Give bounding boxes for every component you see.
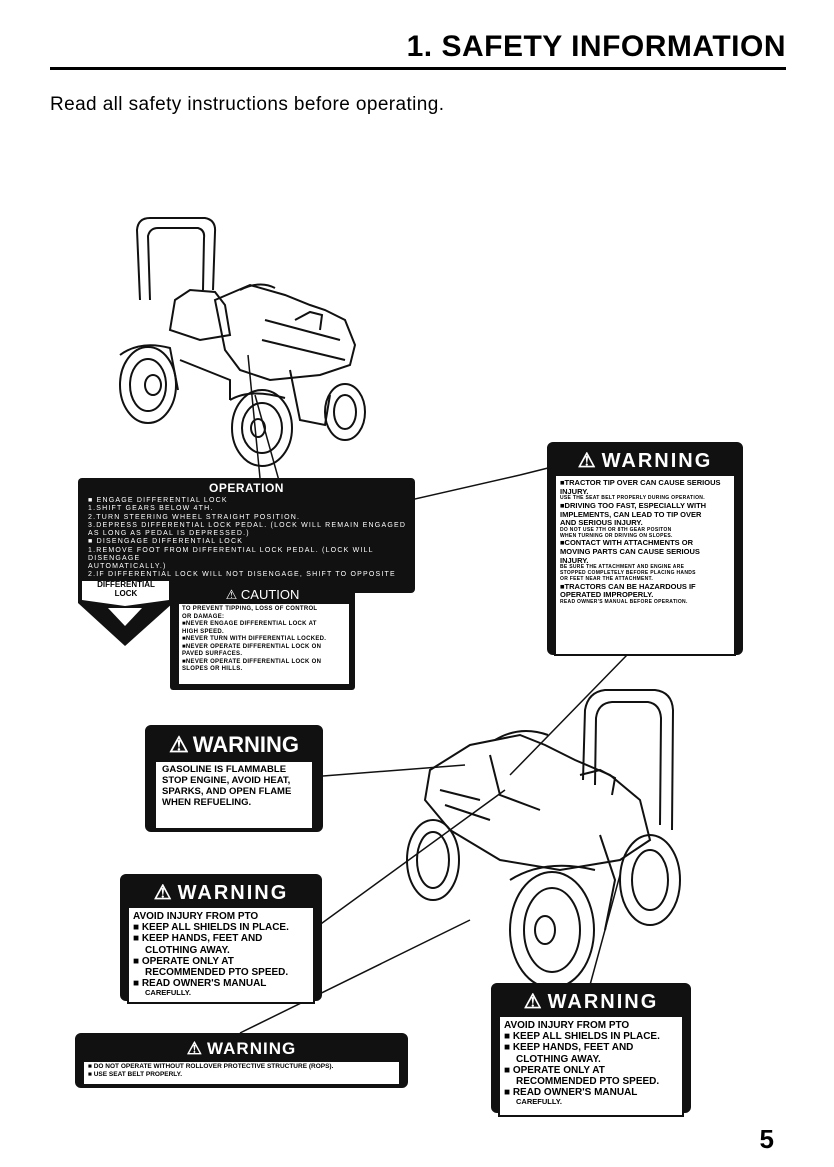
warning-line: RECOMMENDED PTO SPEED.: [145, 966, 289, 978]
warning-tipover-body: ■TRACTOR TIP OVER CAN CAUSE SERIOUS INJU…: [554, 474, 736, 656]
caution-line: ■NEVER OPERATE DIFFERENTIAL LOCK ON: [182, 658, 322, 665]
warning-line: OPERATED IMPROPERLY.: [560, 590, 654, 600]
caution-line: OR DAMAGE:: [182, 613, 225, 620]
intro-text: Read all safety instructions before oper…: [50, 94, 445, 115]
warning-header: ⚠WARNING: [153, 882, 289, 904]
operation-line: 1.REMOVE FOOT FROM DIFFERENTIAL LOCK PED…: [88, 546, 374, 562]
warning-line: STOP ENGINE, AVOID HEAT,: [162, 774, 291, 786]
caution-line: SLOPES OR HILLS.: [182, 666, 243, 672]
warning-line: ■DRIVING TOO FAST, ESPECIALLY WITH: [560, 501, 707, 510]
warning-line: ■CONTACT WITH ATTACHMENTS OR: [560, 538, 693, 548]
warning-triangle-icon: ⚠: [225, 587, 241, 602]
warning-line: ■ OPERATE ONLY AT: [504, 1064, 605, 1076]
warning-triangle-icon: ⚠: [186, 1039, 204, 1058]
warning-line: SPARKS, AND OPEN FLAME: [162, 785, 292, 797]
warning-triangle-icon: ⚠: [153, 882, 174, 904]
warning-subline: USE THE SEAT BELT PROPERLY DURING OPERAT…: [560, 495, 705, 502]
page-number: 5: [759, 1124, 774, 1154]
warning-header: ⚠WARNING: [577, 450, 713, 472]
caution-label: ⚠ CAUTION TO PREVENT TIPPING, LOSS OF CO…: [170, 585, 355, 690]
warning-rops-body: ■ DO NOT OPERATE WITHOUT ROLLOVER PROTEC…: [82, 1060, 401, 1086]
warning-line: CAREFULLY.: [145, 988, 191, 998]
warning-triangle-icon: ⚠: [168, 732, 189, 757]
caution-line: HIGH SPEED.: [182, 628, 224, 635]
warning-pto-right-label: ⚠WARNING AVOID INJURY FROM PTO ■ KEEP AL…: [491, 983, 691, 1117]
warning-header: ⚠WARNING: [168, 732, 300, 757]
warning-line: ■TRACTORS CAN BE HAZARDOUS IF: [560, 581, 696, 591]
warning-subline: DO NOT USE 7TH OR 8TH GEAR POSITON: [560, 526, 672, 533]
warning-gasoline-label: ⚠WARNING GASOLINE IS FLAMMABLE STOP ENGI…: [145, 725, 323, 832]
warning-line: MOVING PARTS CAN CAUSE SERIOUS: [560, 547, 700, 556]
caution-line: ■NEVER ENGAGE DIFFERENTIAL LOCK AT: [182, 621, 317, 627]
warning-line: AVOID INJURY FROM PTO: [504, 1020, 630, 1031]
title-rule: [50, 67, 786, 70]
warning-header: ⚠WARNING: [523, 991, 659, 1013]
warning-line: ■ READ OWNER'S MANUAL: [504, 1087, 638, 1099]
warning-subline: WHEN TURNING OR DRIVING ON SLOPES.: [560, 532, 673, 539]
operation-line: AUTOMATICALLY.): [88, 563, 167, 570]
warning-line: ■ KEEP ALL SHIELDS IN PLACE.: [133, 922, 289, 934]
warning-line: ■ USE SEAT BELT PROPERLY.: [88, 1070, 183, 1078]
warning-subline: OR FEET NEAR THE ATTACHMENT.: [560, 575, 654, 582]
operation-line: AS LONG AS PEDAL IS DEPRESSED.): [88, 530, 250, 537]
operation-line: ■ DISENGAGE DIFFERENTIAL LOCK: [88, 538, 244, 546]
operation-line: 1.SHIFT GEARS BELOW 4TH.: [88, 505, 214, 513]
warning-line: AVOID INJURY FROM PTO: [133, 911, 259, 922]
warning-line: WHEN REFUELING.: [162, 796, 252, 808]
warning-subline: BE SURE THE ATTACHMENT AND ENGINE ARE: [560, 564, 685, 571]
caution-line: ■NEVER TURN WITH DIFFERENTIAL LOCKED.: [182, 636, 327, 642]
warning-line: ■ READ OWNER'S MANUAL: [133, 978, 267, 990]
warning-line: ■ KEEP HANDS, FEET AND: [504, 1042, 634, 1054]
caution-line: PAVED SURFACES.: [182, 651, 243, 657]
page-title: 1. SAFETY INFORMATION: [406, 30, 786, 63]
warning-pto-left-label: ⚠WARNING AVOID INJURY FROM PTO ■ KEEP AL…: [120, 874, 322, 1004]
warning-triangle-icon: ⚠: [577, 450, 598, 472]
warning-line: ■ KEEP HANDS, FEET AND: [133, 933, 263, 945]
warning-line: IMPLEMENTS, CAN LEAD TO TIP OVER: [560, 509, 702, 519]
warning-line: CAREFULLY.: [516, 1097, 562, 1107]
tractor-illustration-top: [119, 217, 366, 467]
warning-gasoline-body: GASOLINE IS FLAMMABLE STOP ENGINE, AVOID…: [154, 760, 314, 830]
operation-header: OPERATION: [209, 481, 284, 495]
operation-line: 2.TURN STEERING WHEEL STRAIGHT POSITION.: [88, 513, 301, 521]
caution-line: ■NEVER OPERATE DIFFERENTIAL LOCK ON: [182, 643, 322, 650]
operation-line: ■ ENGAGE DIFFERENTIAL LOCK: [88, 497, 228, 504]
differential-lock-label: DIFFERENTIAL LOCK: [78, 578, 173, 648]
warning-pto-left-body: AVOID INJURY FROM PTO ■ KEEP ALL SHIELDS…: [127, 906, 315, 1004]
warning-line: GASOLINE IS FLAMMABLE: [162, 764, 287, 775]
differential-lock-shape: [78, 578, 173, 646]
warning-subline: READ OWNER'S MANUAL BEFORE OPERATION.: [560, 598, 688, 605]
warning-line: INJURY.: [560, 555, 589, 565]
warning-header: ⚠WARNING: [186, 1039, 297, 1058]
caution-body: TO PREVENT TIPPING, LOSS OF CONTROL OR D…: [178, 603, 350, 685]
warning-line: RECOMMENDED PTO SPEED.: [516, 1075, 660, 1087]
warning-line: CLOTHING AWAY.: [145, 944, 230, 956]
warning-line: ■TRACTOR TIP OVER CAN CAUSE SERIOUS: [560, 478, 721, 487]
warning-pto-right-body: AVOID INJURY FROM PTO ■ KEEP ALL SHIELDS…: [498, 1015, 684, 1117]
warning-line: ■ DO NOT OPERATE WITHOUT ROLLOVER PROTEC…: [88, 1063, 334, 1070]
warning-line: CLOTHING AWAY.: [516, 1053, 601, 1065]
operation-label: OPERATION ■ ENGAGE DIFFERENTIAL LOCK 1.S…: [78, 478, 415, 595]
warning-line: AND SERIOUS INJURY.: [560, 518, 643, 528]
caution-header: ⚠ CAUTION: [225, 587, 300, 602]
operation-line: 3.DEPRESS DIFFERENTIAL LOCK PEDAL. (LOCK…: [88, 521, 407, 529]
tractor-illustration-bottom: [406, 689, 681, 989]
differential-lock-text: DIFFERENTIAL LOCK: [97, 580, 155, 598]
caution-line: TO PREVENT TIPPING, LOSS OF CONTROL: [182, 606, 318, 612]
warning-line: ■ KEEP ALL SHIELDS IN PLACE.: [504, 1031, 660, 1043]
warning-tipover-label: ⚠WARNING ■TRACTOR TIP OVER CAN CAUSE SER…: [547, 442, 743, 656]
warning-rops-label: ⚠WARNING ■ DO NOT OPERATE WITHOUT ROLLOV…: [75, 1033, 408, 1088]
warning-line: INJURY.: [560, 486, 589, 496]
warning-triangle-icon: ⚠: [523, 991, 544, 1013]
warning-line: ■ OPERATE ONLY AT: [133, 955, 234, 967]
warning-subline: STOPPED COMPLETELY BEFORE PLACING HANDS: [560, 570, 696, 576]
